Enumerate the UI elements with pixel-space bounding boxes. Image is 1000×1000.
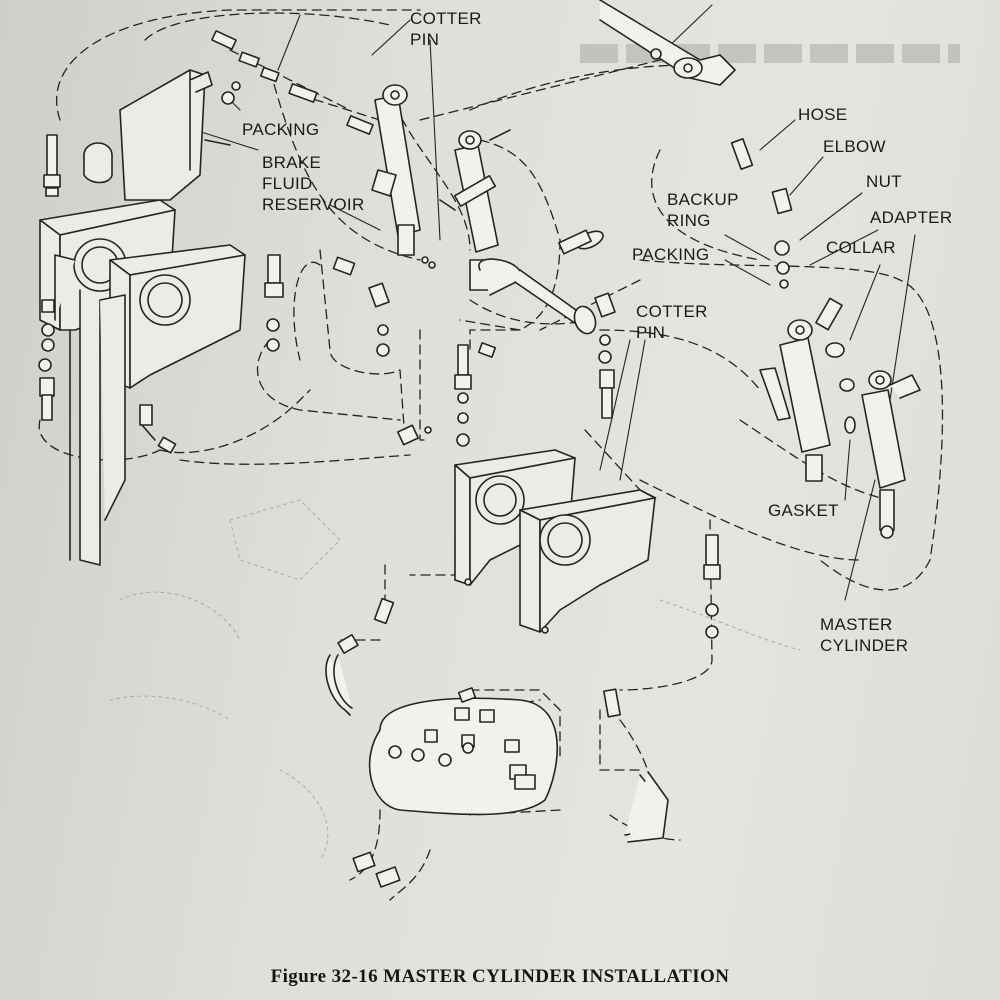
- label-collar: COLLAR: [826, 238, 896, 257]
- center-fittings: [38, 254, 616, 454]
- label-hose: HOSE: [798, 105, 848, 124]
- label-gasket: GASKET: [768, 501, 839, 520]
- label-elbow: ELBOW: [823, 137, 886, 156]
- label-adapter: ADAPTER: [870, 208, 953, 227]
- lower-manifold: [325, 597, 669, 888]
- label-brake-fluid-reservoir: BRAKE FLUID RESERVOIR: [262, 153, 365, 214]
- top-left-fittings: [43, 30, 374, 197]
- center-bracket-assembly: [454, 449, 656, 634]
- label-packing-top: PACKING: [242, 120, 320, 139]
- label-packing-mid: PACKING: [632, 245, 710, 264]
- bleed-through-graphics: [109, 499, 801, 861]
- label-nut: NUT: [866, 172, 902, 191]
- brake-fluid-reservoir: [83, 69, 231, 201]
- label-cotter-pin-mid: COTTER PIN: [636, 302, 708, 342]
- right-fittings-column: [703, 137, 793, 639]
- label-master-cylinder: MASTER CYLINDER: [820, 615, 909, 655]
- label-cotter-pin-top: COTTER PIN: [410, 9, 482, 49]
- left-bracket-assembly: [39, 199, 246, 566]
- figure-caption: Figure 32-16 MASTER CYLINDER INSTALLATIO…: [270, 966, 730, 987]
- label-leaders: [194, 4, 916, 601]
- rudder-pedal-arm: [599, 0, 736, 86]
- upper-master-cylinders: [371, 84, 604, 335]
- label-backup-ring: BACKUP RING: [667, 190, 739, 230]
- right-master-cylinders: [759, 297, 921, 539]
